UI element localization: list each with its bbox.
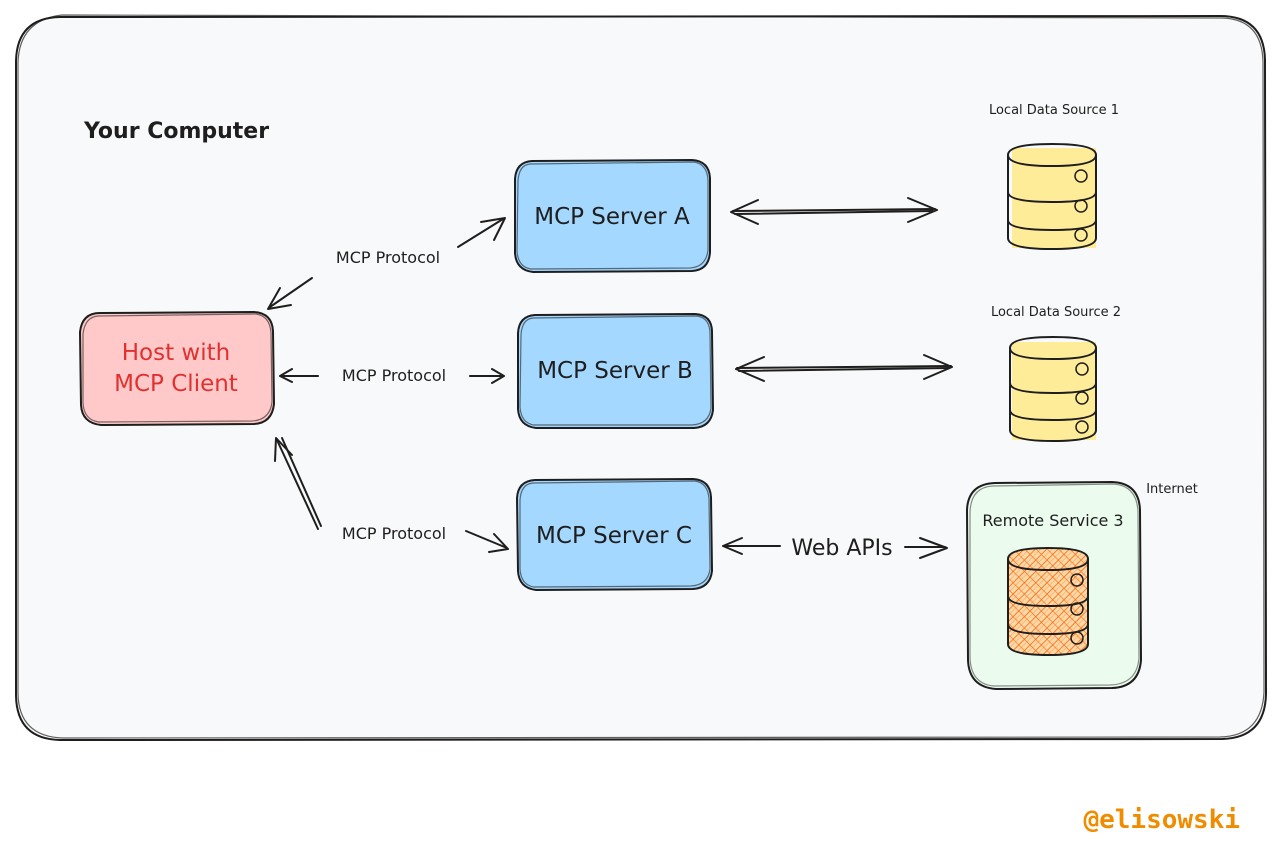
local-data-source-2-label: Local Data Source 2 <box>991 305 1121 320</box>
frame-title: Your Computer <box>83 119 269 144</box>
mcp-server-a-box: MCP Server A <box>514 158 711 274</box>
internet-label: Internet <box>1146 482 1198 497</box>
mcp-server-c-label: MCP Server C <box>536 523 692 549</box>
server-c-to-remote-service-3-arrow: Web APIs <box>722 536 948 561</box>
protocol-arrow-a: MCP Protocol <box>267 217 506 310</box>
mcp-server-a-label: MCP Server A <box>534 204 690 230</box>
database-cylinder-icon <box>1007 143 1097 250</box>
database-cylinder-icon <box>1009 336 1097 442</box>
local-data-source-1-label: Local Data Source 1 <box>989 103 1119 118</box>
mcp-server-b-label: MCP Server B <box>537 358 693 384</box>
protocol-label-b: MCP Protocol <box>342 366 446 385</box>
web-apis-label: Web APIs <box>791 536 892 561</box>
server-b-to-local-data-source-2-arrow <box>735 354 953 382</box>
remote-service-3-label: Remote Service 3 <box>982 511 1123 530</box>
server-a-to-local-data-source-1-arrow <box>730 197 938 225</box>
host-label-line1: Host with <box>122 340 230 366</box>
host-label-line2: MCP Client <box>114 371 238 397</box>
remote-service-3-internet-box: Internet Remote Service 3 <box>965 480 1198 691</box>
hatched-database-cylinder-icon <box>1007 547 1089 656</box>
author-credit: @elisowski <box>1083 805 1240 835</box>
local-data-source-1: Local Data Source 1 <box>989 103 1119 250</box>
protocol-arrow-b: MCP Protocol <box>279 366 505 385</box>
mcp-server-b-box: MCP Server B <box>517 312 715 429</box>
protocol-label-c: MCP Protocol <box>342 524 446 543</box>
protocol-label-a: MCP Protocol <box>336 248 440 267</box>
host-with-mcp-client-box: Host with MCP Client <box>78 310 276 427</box>
protocol-arrow-c: MCP Protocol <box>274 437 509 553</box>
local-data-source-2: Local Data Source 2 <box>991 305 1121 442</box>
mcp-server-c-box: MCP Server C <box>515 477 714 592</box>
